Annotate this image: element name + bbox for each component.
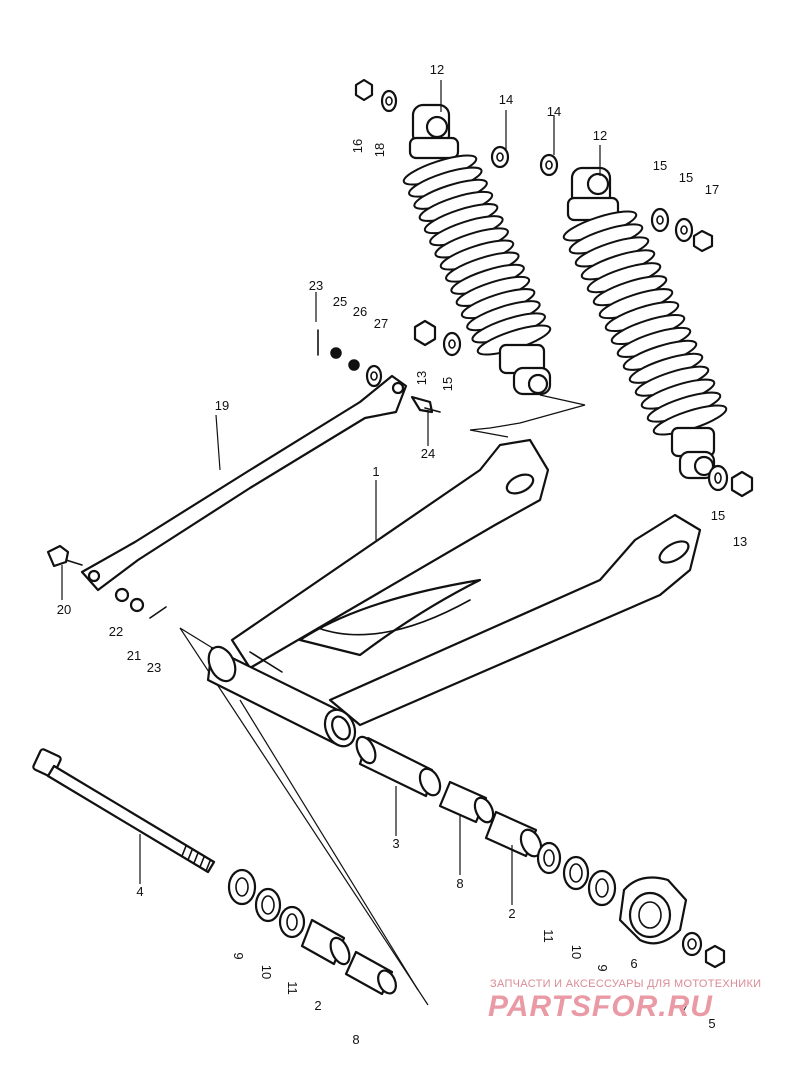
label-part-14: 14	[547, 104, 561, 119]
label-part-3: 3	[392, 836, 399, 851]
label-part-13: 13	[733, 534, 747, 549]
label-part-15: 15	[711, 508, 725, 523]
label-part-11: 11	[285, 981, 300, 995]
label-part-24: 24	[421, 446, 435, 461]
label-part-10: 10	[259, 965, 274, 979]
swing-arm	[206, 438, 702, 748]
label-part-7: 7	[680, 1002, 687, 1017]
assembly-guide-lines	[179, 394, 586, 1006]
label-part-15: 15	[653, 158, 667, 173]
bushing-8-lower	[344, 950, 397, 996]
shock-absorber-left	[402, 103, 552, 396]
label-part-5: 5	[708, 1016, 715, 1031]
nuts-and-bolts	[46, 78, 754, 969]
label-part-8: 8	[456, 876, 463, 891]
label-part-2: 2	[508, 906, 515, 921]
label-part-1: 1	[372, 464, 379, 479]
label-part-10: 10	[569, 945, 584, 959]
label-part-22: 22	[109, 624, 123, 639]
label-part-16: 16	[350, 139, 365, 153]
label-part-18: 18	[372, 143, 387, 157]
label-part-23: 23	[147, 660, 161, 675]
label-part-6: 6	[630, 956, 637, 971]
label-part-2: 2	[314, 998, 321, 1013]
watermark-tagline: ЗАПЧАСТИ И АКСЕССУАРЫ ДЛЯ МОТОТЕХНИКИ	[490, 978, 761, 990]
label-part-19: 19	[215, 398, 229, 413]
watermark-brand: PARTSFOR.RU	[488, 990, 713, 1023]
label-part-17: 17	[705, 182, 719, 197]
pivot-bolt	[32, 748, 216, 874]
label-part-12: 12	[430, 62, 444, 77]
label-part-27: 27	[374, 316, 388, 331]
label-part-25: 25	[333, 294, 347, 309]
pivot-cap	[618, 876, 688, 945]
part-number-labels: 12 12 14 14 16 18 15 15 17 23 25 26 27 1…	[57, 62, 747, 1047]
leader-lines	[61, 80, 601, 905]
label-part-15: 15	[440, 377, 455, 391]
shock-spring-coils-right	[562, 210, 728, 436]
label-part-20: 20	[57, 602, 71, 617]
shock-spring-coils-left	[402, 154, 552, 356]
shock-absorber-right	[562, 166, 728, 480]
label-part-15: 15	[679, 170, 693, 185]
label-part-26: 26	[353, 304, 367, 319]
spacer-2-lower	[300, 918, 351, 966]
bushing-8-upper	[438, 780, 495, 824]
label-part-8: 8	[352, 1032, 359, 1047]
spacer-2-upper	[484, 810, 543, 858]
label-part-9: 9	[231, 952, 246, 959]
label-part-12: 12	[593, 128, 607, 143]
label-part-23: 23	[309, 278, 323, 293]
label-part-21: 21	[127, 648, 141, 663]
label-part-11: 11	[541, 929, 556, 943]
label-part-14: 14	[499, 92, 513, 107]
watermark: ЗАПЧАСТИ И АКСЕССУАРЫ ДЛЯ МОТОТЕХНИКИ PA…	[488, 978, 761, 1023]
label-part-4: 4	[136, 884, 143, 899]
bushing-3	[355, 735, 442, 798]
label-part-13: 13	[414, 371, 429, 385]
torque-link	[80, 374, 408, 592]
washers	[227, 89, 729, 957]
label-part-9: 9	[595, 964, 610, 971]
